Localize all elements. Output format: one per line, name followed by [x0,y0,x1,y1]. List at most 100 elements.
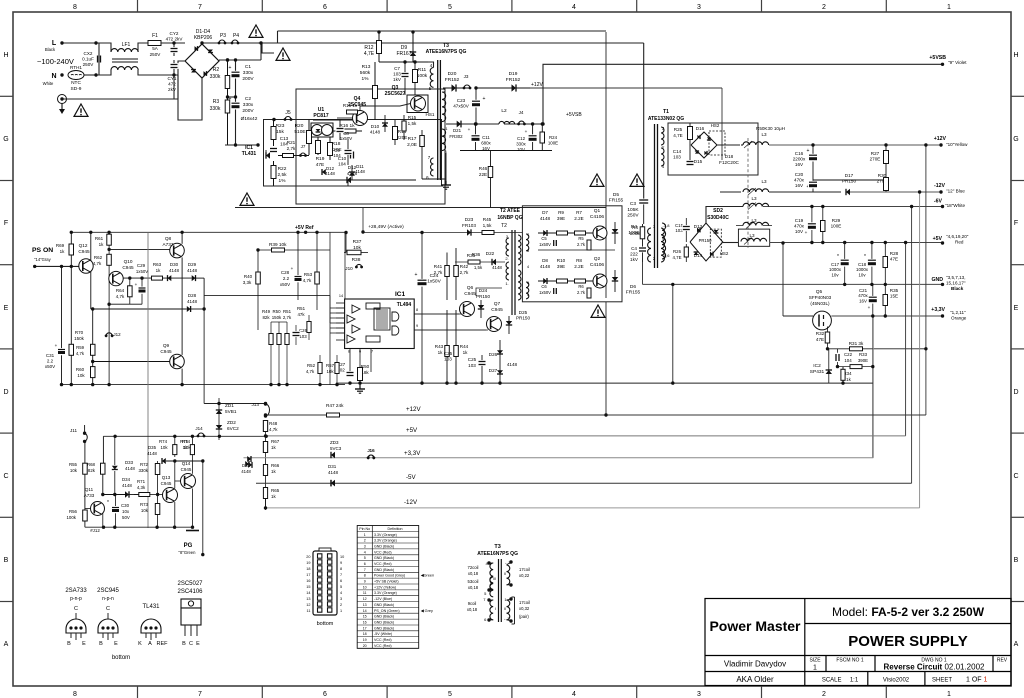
svg-text:White: White [43,81,54,86]
svg-text:C4106: C4106 [590,214,604,220]
svg-text:R19: R19 [316,156,325,162]
svg-text:R21: R21 [287,140,296,145]
svg-text:7: 7 [198,691,202,698]
svg-text:6: 6 [323,4,327,11]
svg-text:39E: 39E [557,216,565,221]
svg-text:100k: 100k [66,515,76,520]
svg-text:10V: 10V [517,147,525,152]
svg-text:1k: 1k [438,350,444,355]
svg-text:4,7E: 4,7E [673,133,682,138]
svg-text:D30: D30 [170,262,179,267]
svg-text:C24: C24 [430,273,439,279]
svg-text:◀ Grey: ◀ Grey [421,609,433,613]
svg-text:C4106: C4106 [590,262,604,268]
svg-text:+: + [415,272,418,278]
svg-text:470x: 470x [858,293,868,298]
svg-text:"3,5,7,13,: "3,5,7,13, [946,275,966,280]
svg-text:C945: C945 [122,265,134,270]
svg-text:E: E [196,641,200,647]
svg-text:8: 8 [416,308,418,312]
svg-text:R48: R48 [269,421,278,426]
svg-text:AKA Older: AKA Older [736,675,774,684]
svg-text:18: 18 [306,567,310,571]
svg-text:330k: 330k [210,74,221,80]
svg-text:4: 4 [662,164,665,169]
svg-text:C28: C28 [281,270,290,275]
svg-text:D10: D10 [371,124,380,129]
svg-text:250V: 250V [150,52,162,57]
svg-text:D15: D15 [694,159,703,164]
svg-text:12: 12 [306,603,310,607]
svg-text:8: 8 [73,4,77,11]
svg-text:x50V: x50V [280,282,290,287]
svg-text:RTH1: RTH1 [70,65,82,70]
svg-text:SCALE 1:1: SCALE 1:1 [822,678,859,684]
svg-text:4,7k: 4,7k [93,261,102,266]
svg-text:FR152: FR152 [445,77,460,83]
svg-text:TL431: TL431 [242,151,257,157]
svg-text:270E: 270E [870,157,881,162]
svg-text:R65: R65 [271,488,280,493]
svg-text:(45N03L): (45N03L) [810,301,830,306]
svg-text:K: K [138,641,142,647]
svg-text:x50V: x50V [45,364,55,369]
svg-text:R71: R71 [137,479,146,484]
svg-text:Reverse Circuit 02.01.2002: Reverse Circuit 02.01.2002 [884,663,986,672]
svg-text:4: 4 [527,264,530,269]
svg-text:TL431: TL431 [142,604,160,610]
svg-text:8: 8 [527,248,530,253]
svg-text:R35: R35 [890,288,899,293]
svg-text:R27: R27 [871,151,880,156]
svg-text:R17: R17 [408,136,417,142]
svg-text:D: D [1013,389,1018,396]
svg-text:R53: R53 [304,272,313,277]
svg-text:C25: C25 [444,351,453,356]
svg-text:F: F [4,220,8,227]
svg-text:LF1: LF1 [122,42,131,48]
svg-text:3: 3 [506,234,509,239]
svg-text:D26: D26 [489,352,498,357]
svg-text:R2: R2 [213,67,220,73]
svg-text:bottom: bottom [317,621,334,627]
svg-text:470x: 470x [794,224,805,229]
svg-text:16V: 16V [482,146,490,151]
svg-text:←2: ←2 [504,560,511,565]
svg-text:R51: R51 [283,309,292,314]
svg-text:C11: C11 [482,135,490,140]
svg-text:FSCM NO 1: FSCM NO 1 [836,658,863,664]
svg-text:R3: R3 [213,99,220,105]
svg-text:103: 103 [393,71,401,76]
svg-text:Red: Red [955,240,964,245]
svg-text:HS2: HS2 [720,251,729,256]
svg-text:100E: 100E [548,140,558,145]
svg-text:1k: 1k [846,377,851,382]
svg-text:47k: 47k [297,312,305,317]
svg-text:4148: 4148 [325,171,335,176]
svg-text:5: 5 [429,86,432,91]
svg-text:+12V: +12V [406,406,421,413]
svg-text:C29: C29 [137,263,146,268]
svg-text:+12V (Yellow): +12V (Yellow) [374,585,396,589]
svg-text:-7,8: -7,8 [663,223,671,228]
svg-text:6: 6 [359,350,361,354]
svg-text:R55: R55 [69,462,78,467]
svg-text:ATEE16N7PS QG: ATEE16N7PS QG [426,49,467,55]
svg-text:"8"Green: "8"Green [179,550,197,555]
svg-text:D22: D22 [486,251,495,256]
svg-text:J5: J5 [285,110,291,116]
svg-text:2,7k: 2,7k [283,315,292,320]
svg-text:4148: 4148 [492,265,502,270]
svg-text:C23: C23 [457,98,466,103]
svg-text:D6: D6 [630,284,636,290]
svg-text:200V: 200V [242,108,254,114]
svg-text:II: II [504,607,506,611]
svg-text:H: H [1013,52,1018,59]
svg-text:Q6: Q6 [467,285,474,291]
svg-text:C18: C18 [858,262,867,267]
svg-text:22E: 22E [479,172,487,177]
svg-text:R36: R36 [472,252,481,257]
svg-text:R64: R64 [116,288,125,293]
svg-text:1x50V: 1x50V [539,290,551,295]
svg-text:C9: C9 [334,148,340,153]
svg-text:2.2E: 2.2E [574,216,583,221]
